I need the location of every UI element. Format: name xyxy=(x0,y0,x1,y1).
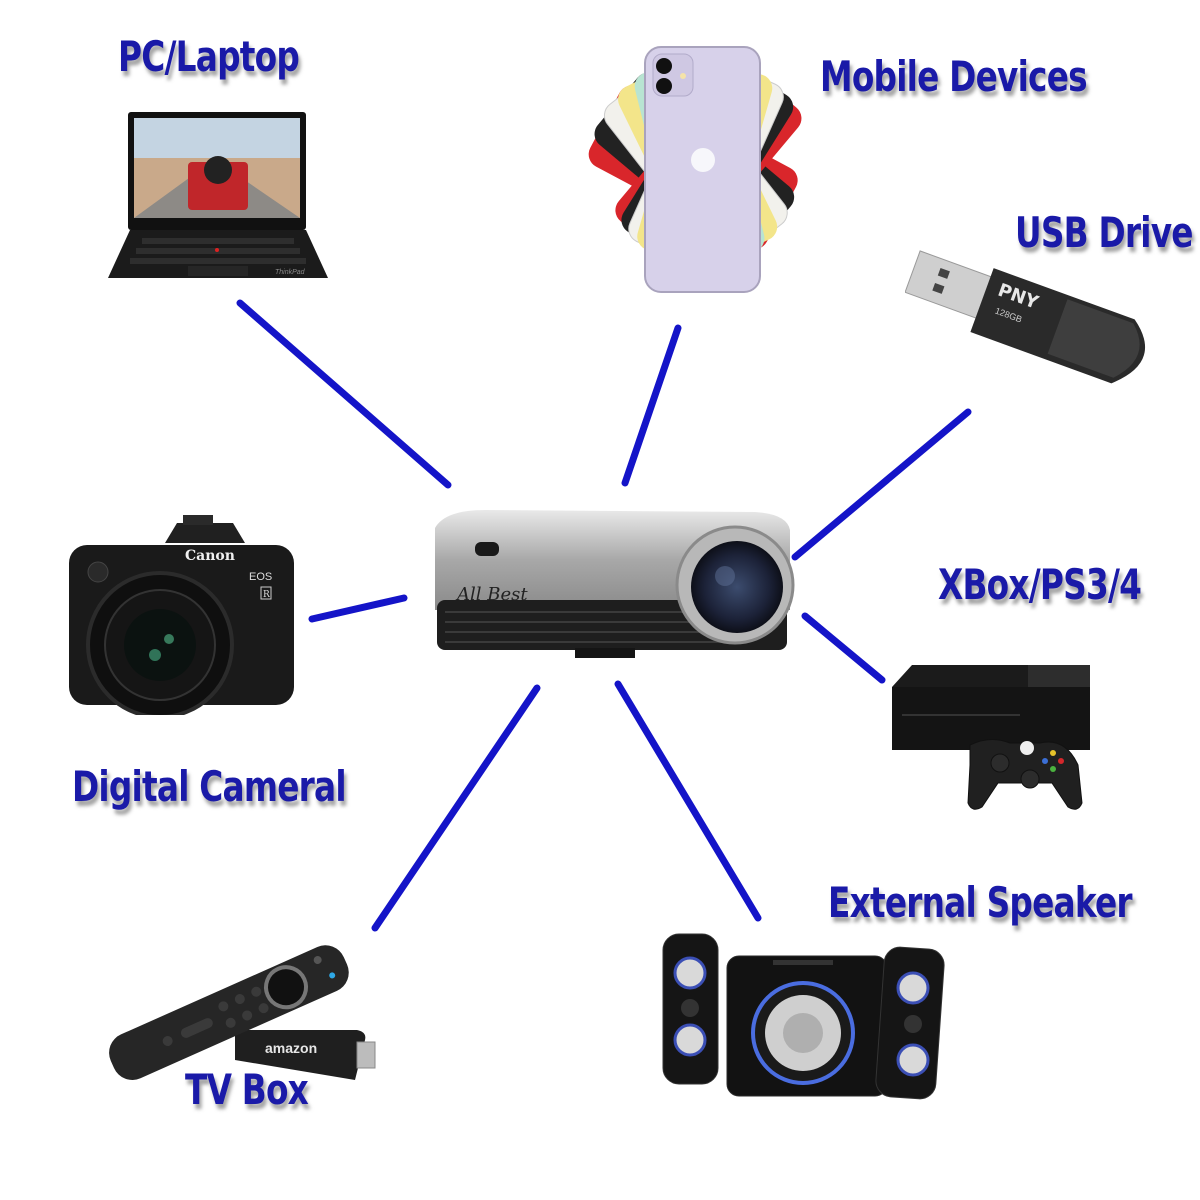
label-pc-laptop: PC/Laptop xyxy=(118,32,300,81)
game-console-icon xyxy=(890,655,1095,815)
speaker-system-icon xyxy=(655,928,965,1108)
connector-xbox xyxy=(801,612,886,684)
projector-image: All Best xyxy=(425,500,800,660)
camera-brand: Canon xyxy=(185,548,235,564)
laptop-brand: ThinkPad xyxy=(275,269,306,276)
streaming-stick-icon: amazon xyxy=(105,940,380,1085)
smartphone-icon xyxy=(575,42,830,297)
projector-brand: All Best xyxy=(455,584,528,605)
laptop-icon: ThinkPad xyxy=(100,110,335,290)
connector-tvbox xyxy=(371,684,541,932)
camera-icon: Canon EOS R xyxy=(65,515,305,719)
connector-usb xyxy=(791,408,972,561)
label-tv-box: TV Box xyxy=(185,1065,309,1114)
camera-model-badge: R xyxy=(263,590,270,600)
label-xbox-ps: XBox/PS3/4 xyxy=(938,560,1142,609)
usb-drive-icon: PNY 128GB xyxy=(904,250,1170,410)
connector-camera xyxy=(308,594,408,623)
label-external-speaker: External Speaker xyxy=(828,878,1133,927)
label-digital-camera: Digital Cameral xyxy=(72,762,347,811)
connector-speaker xyxy=(614,680,762,922)
connector-pc xyxy=(236,299,452,489)
camera-model: EOS xyxy=(249,571,272,583)
label-usb-drive: USB Drive xyxy=(1015,208,1193,257)
label-mobile-devices: Mobile Devices xyxy=(820,52,1088,101)
tvbox-brand: amazon xyxy=(265,1040,317,1056)
connector-mobile xyxy=(621,324,682,487)
